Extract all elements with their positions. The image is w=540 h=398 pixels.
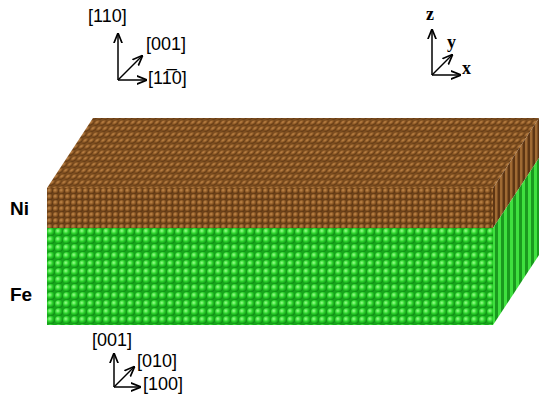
direction-label: [010] bbox=[137, 351, 177, 372]
axis-label: y bbox=[447, 32, 456, 53]
axis-label: z bbox=[426, 4, 434, 25]
direction-label: [110] bbox=[88, 6, 127, 27]
direction-label: [100] bbox=[143, 374, 183, 395]
direction-label: [11̅0] bbox=[148, 68, 187, 89]
direction-label: [001] bbox=[146, 34, 186, 55]
material-label: Ni bbox=[10, 198, 29, 219]
axis-label: x bbox=[462, 58, 471, 79]
direction-label: [001] bbox=[92, 330, 132, 351]
material-label: Fe bbox=[10, 284, 32, 305]
